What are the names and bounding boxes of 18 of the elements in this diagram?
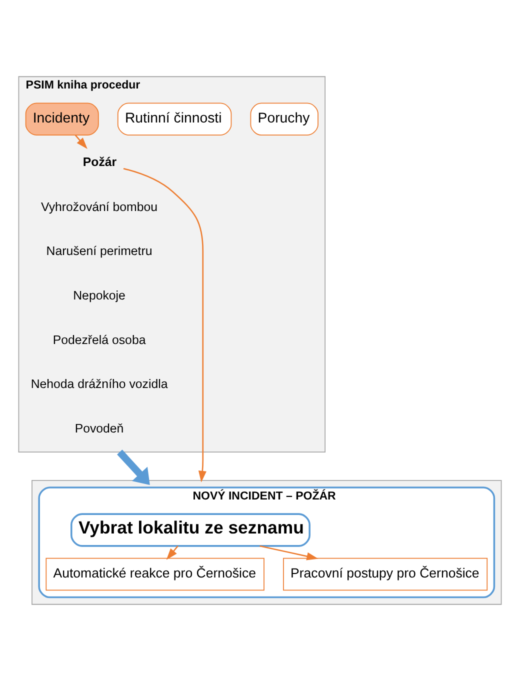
node-box: Automatické reakce pro Černošice <box>46 557 264 590</box>
arrow <box>260 544 318 560</box>
label: Podezřelá osoba <box>52 332 146 346</box>
label: Narušení perimetru <box>46 244 152 258</box>
node-box: Rutinní činnosti <box>117 102 232 136</box>
node-box: Poruchy <box>250 102 318 136</box>
label: Nehoda drážního vozidla <box>30 376 168 391</box>
label: Nepokoje <box>73 288 126 302</box>
label: Povodeň <box>74 420 124 435</box>
arrow <box>74 134 88 148</box>
arrow <box>166 545 178 560</box>
node-box: Incidenty <box>25 102 99 136</box>
label: Vyhrožování bombou <box>41 199 158 214</box>
arrow <box>117 449 150 484</box>
node-box: Vybrat lokalitu ze seznamu <box>70 512 310 546</box>
arrow <box>123 167 206 482</box>
node-box: Pracovní postupy pro Černošice <box>283 557 488 590</box>
node-text: Požár <box>82 154 117 168</box>
